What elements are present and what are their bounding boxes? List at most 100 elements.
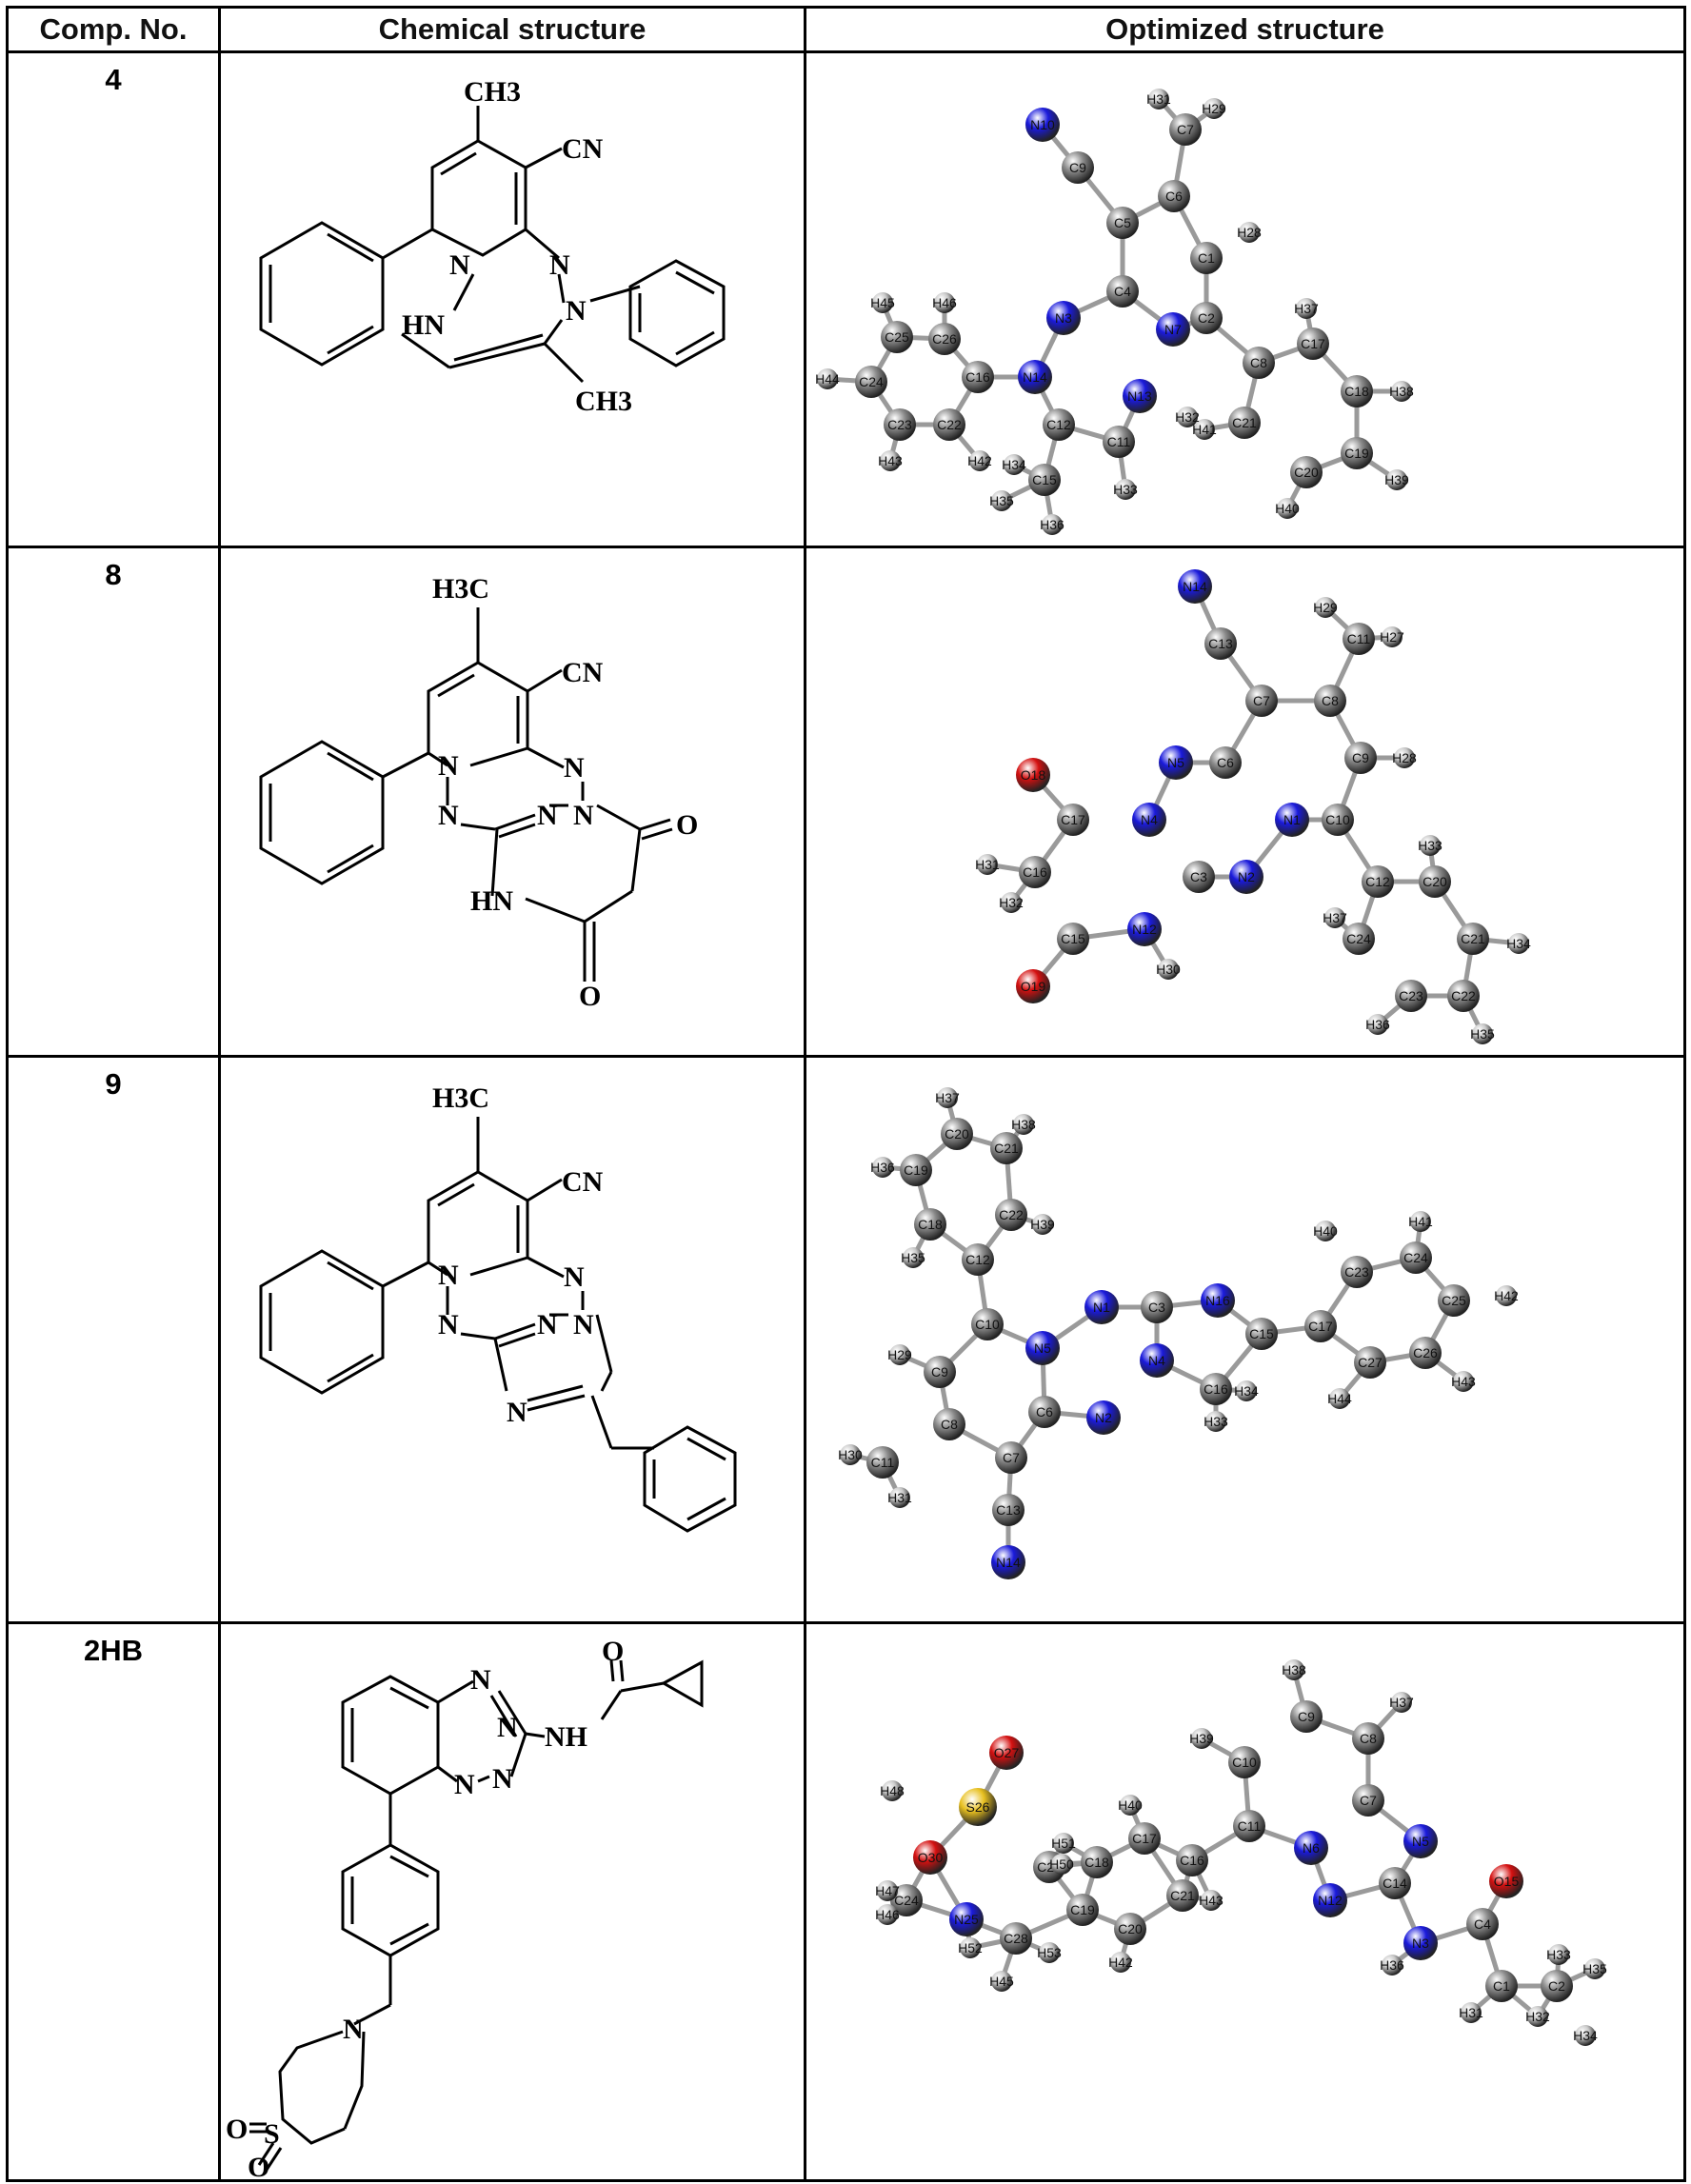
atom-n12: N12 [1127,912,1162,946]
atom-sphere [1315,1221,1336,1241]
atom-c24: C24 [1400,1241,1432,1274]
atom-label: H46 [875,1907,900,1922]
atom-label: C20 [1294,465,1319,480]
atom-sphere [1194,419,1215,440]
atom-h38: H38 [1011,1114,1036,1135]
atom-sphere [884,408,916,441]
atom-sphere [960,1937,981,1958]
compound-table: Comp. No. Chemical structure Optimized s… [6,6,1686,2182]
atom-label: H33 [1113,482,1138,497]
atom-sphere [989,1736,1024,1770]
atom-label: H43 [1451,1374,1476,1389]
atom-sphere [1457,923,1489,955]
atom-sphere [1548,1944,1569,1965]
atom-c22: C22 [1447,980,1480,1012]
atom-sphere [1400,1241,1432,1274]
atom-label: H34 [1002,457,1026,472]
atom-sphere [1016,758,1050,792]
atom-sphere [1419,865,1451,898]
atom-c18: C18 [914,1208,946,1241]
atom-label: C9 [1298,1709,1315,1724]
atom-sphere [1352,1784,1384,1817]
atom-c6: C6 [1028,1396,1061,1428]
atom-sphere [1343,923,1375,955]
label-n: N [573,800,594,831]
label-ch3-top: CH3 [464,76,521,108]
atom-label: C25 [1442,1293,1466,1308]
atom-c7: C7 [995,1441,1027,1474]
atom-sphere [1046,301,1081,335]
atom-c7: C7 [1169,113,1202,146]
atom-h53: H53 [1037,1942,1062,1963]
atom-sphere [1018,360,1052,394]
atom-h40: H40 [1118,1795,1143,1816]
atom-c8: C8 [933,1408,965,1440]
atom-label: H41 [1192,422,1217,437]
atom-label: C8 [1322,693,1339,708]
atom-label: C16 [965,369,990,385]
atom-n7: N7 [1156,312,1190,347]
atom-sphere [1420,835,1441,856]
atom-h37: H37 [1389,1692,1414,1713]
atom-h45: H45 [870,292,895,313]
atom-label: C7 [1360,1793,1377,1808]
atom-sphere [1447,980,1480,1012]
atom-label: C13 [1208,636,1233,651]
atom-label: H29 [1313,600,1338,615]
atom-sphere [1001,892,1022,913]
atom-label: N5 [1167,755,1184,770]
atom-label: H36 [1365,1017,1390,1032]
atom-label: H48 [880,1783,905,1798]
atom-label: C5 [1114,215,1131,230]
atom-sphere [971,1308,1004,1340]
atom-c5: C5 [1106,207,1139,239]
label-o: O [248,2152,269,2179]
table-row: 9 [6,1055,1686,1624]
chemical-structure-4: CH3 CN N N N HN CH3 [259,76,726,417]
atom-c9: C9 [1290,1700,1323,1733]
atom-sphere [1176,1844,1208,1876]
atom-sphere [1324,907,1345,928]
label-n: N [566,295,587,327]
atom-c28: C28 [1000,1922,1032,1955]
atom-label: C16 [1180,1853,1204,1868]
atom-c16: C16 [1019,856,1051,888]
label-n: N [470,1664,491,1696]
atom-sphere [1382,626,1403,647]
atom-sphere [1304,1310,1337,1342]
atom-label: C24 [894,1893,919,1908]
label-s: S [264,2118,280,2150]
atom-sphere [1191,1728,1212,1749]
atom-label: C18 [1084,1855,1109,1870]
atom-label: C16 [1023,864,1047,880]
atom-h43: H43 [878,450,903,471]
atom-c11: C11 [866,1446,899,1479]
atom-c26: C26 [1409,1337,1442,1369]
atom-label: C1 [1198,250,1215,266]
atom-label: C17 [1301,336,1325,351]
atom-h31: H31 [1459,2002,1483,2023]
atom-label: H37 [1323,910,1347,925]
atom-sphere [1275,803,1309,837]
atom-label: H51 [1051,1836,1076,1851]
atom-c14: C14 [1379,1867,1411,1899]
atom-h29: H29 [887,1344,912,1365]
atom-label: H36 [1040,517,1064,532]
atom-c8: C8 [1314,685,1346,717]
atom-h51: H51 [1051,1833,1076,1854]
atom-c26: C26 [928,323,961,355]
atom-sphere [1177,407,1198,427]
atom-h34: H34 [1506,933,1531,954]
header-comp-no: Comp. No. [6,6,221,53]
atom-label: H47 [875,1883,900,1898]
label-h3c: H3C [432,1082,489,1114]
atom-label: H31 [975,857,1000,872]
atom-label: H40 [1313,1223,1338,1239]
atom-sphere [1575,2025,1596,2046]
atom-h36: H36 [1365,1014,1390,1035]
atom-c24: C24 [890,1884,923,1916]
atom-sphere [1084,1290,1119,1324]
atom-label: C11 [1238,1818,1262,1834]
atom-n14: N14 [1018,360,1052,394]
